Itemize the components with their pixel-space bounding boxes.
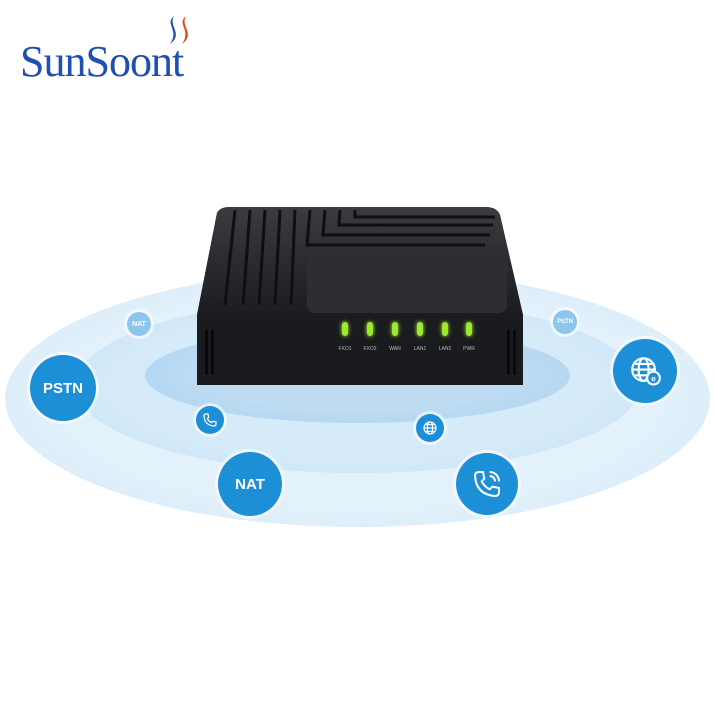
led-pwr — [466, 322, 472, 336]
bubble-label: NAT — [132, 320, 146, 328]
led-fxo2 — [367, 322, 373, 336]
brand-logo: SunSoont — [20, 14, 210, 86]
phone-icon — [203, 413, 217, 427]
led-label: LAN2 — [438, 346, 452, 352]
led-lan1 — [417, 322, 423, 336]
phone-icon — [473, 471, 500, 498]
led-label: FXO1 — [338, 346, 352, 352]
led-label: WAN — [389, 346, 401, 352]
phone-bubble-small — [196, 406, 224, 434]
voip-gateway-device — [197, 207, 523, 385]
nat-bubble-small: NAT — [127, 312, 151, 336]
flame-icon — [170, 16, 188, 44]
led-lan2 — [442, 322, 448, 336]
bubble-label: PSTN — [556, 319, 573, 325]
brand-name: SunSoont — [20, 37, 184, 86]
bubble-label: NAT — [235, 475, 265, 493]
led-label: FXO2 — [363, 346, 377, 352]
globe-bubble-small — [416, 414, 444, 442]
led-fxo1 — [342, 322, 348, 336]
led-label: LAN1 — [413, 346, 427, 352]
globe-icon — [423, 421, 437, 435]
led-label: PWR — [463, 346, 475, 352]
nat-bubble-large: NAT — [218, 452, 282, 516]
globe-icon: e — [631, 357, 661, 386]
pstn-bubble-small: PSTN — [553, 310, 577, 334]
globe-bubble-large: e — [613, 339, 677, 403]
bubble-label: PSTN — [42, 379, 83, 397]
led-wan — [392, 322, 398, 336]
phone-bubble-large — [456, 453, 518, 515]
svg-text:e: e — [651, 374, 656, 384]
pstn-bubble-large: PSTN — [30, 355, 96, 421]
